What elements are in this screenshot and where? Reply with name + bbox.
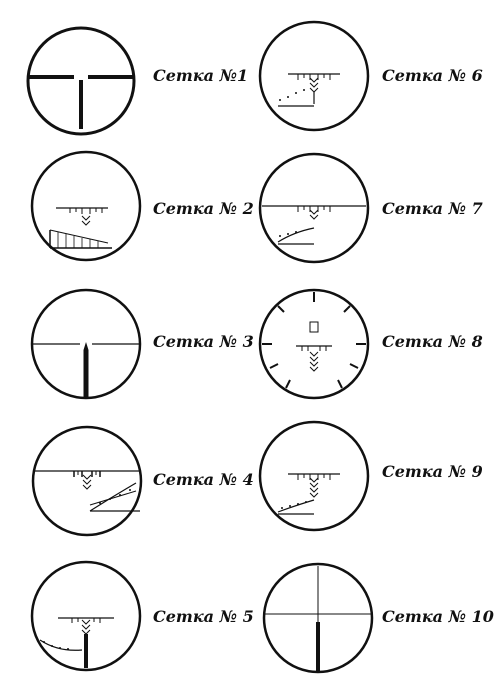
reticle-4-drawing: [31, 425, 143, 537]
reticle-label: Сетка №1: [153, 66, 249, 85]
reticle-label: Сетка № 4: [153, 470, 254, 489]
reticle-2-drawing: [30, 150, 142, 262]
reticle-3: [30, 288, 142, 400]
reticle-7: [258, 152, 370, 264]
reticle-4: [30, 425, 152, 537]
reticle-label: Сетка № 9: [382, 462, 483, 481]
reticle-label: Сетка № 7: [382, 199, 483, 218]
reticle-label: Сетка № 5: [153, 607, 254, 626]
reticle-label: Сетка № 6: [382, 66, 483, 85]
reticle-3-drawing: [30, 288, 142, 400]
reticle-9-drawing: [258, 420, 370, 532]
reticle-2: [30, 150, 142, 262]
reticle-label: Сетка № 3: [153, 332, 254, 351]
reticle-8-drawing: [258, 288, 370, 400]
reticle-label: Сетка № 2: [153, 199, 254, 218]
reticle-5: [30, 560, 142, 672]
reticle-9: [258, 420, 370, 532]
reticle-5-drawing: [30, 560, 142, 672]
reticle-label: Сетка № 8: [382, 332, 483, 351]
reticle-8: [258, 288, 370, 400]
reticle-10: [262, 562, 374, 674]
reticle-7-drawing: [258, 152, 370, 264]
reticle-1: [25, 25, 137, 137]
reticle-6: [258, 20, 370, 132]
reticle-6-drawing: [258, 20, 370, 132]
reticle-label: Сетка № 10: [382, 607, 494, 626]
reticle-10-drawing: [262, 562, 374, 674]
reticle-1-drawing: [26, 26, 136, 136]
